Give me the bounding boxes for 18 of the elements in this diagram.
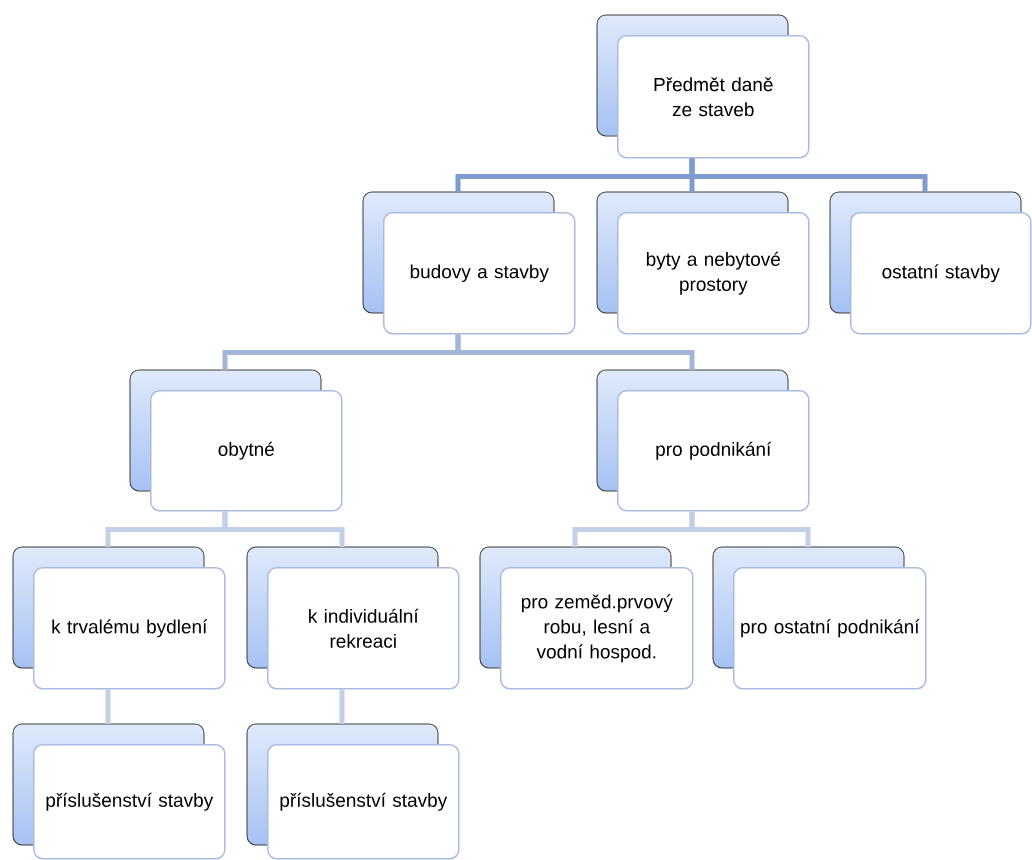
connector [339, 689, 345, 724]
org-box: ostatní stavby [829, 191, 1032, 335]
connector [689, 158, 928, 192]
org-box: pro podnikání [596, 369, 810, 512]
connector [455, 334, 695, 370]
org-box: byty a nebytové prostory [596, 191, 810, 335]
org-box: pro zeměd.prvový robu, lesní a vodní hospod. [479, 546, 694, 690]
connector [689, 511, 811, 547]
org-box: budovy a stavby [362, 191, 576, 335]
org-box: příslušenství stavby [12, 723, 226, 860]
org-box: příslušenství stavby [246, 723, 460, 860]
org-box: Předmět daně ze staveb [596, 14, 810, 159]
org-box: k individuální rekreaci [246, 546, 460, 690]
connector [222, 511, 345, 547]
org-box: k trvalému bydlení [12, 546, 226, 690]
org-box: obytné [129, 369, 343, 512]
connector [105, 689, 111, 724]
org-box: pro ostatní podnikání [712, 546, 927, 690]
